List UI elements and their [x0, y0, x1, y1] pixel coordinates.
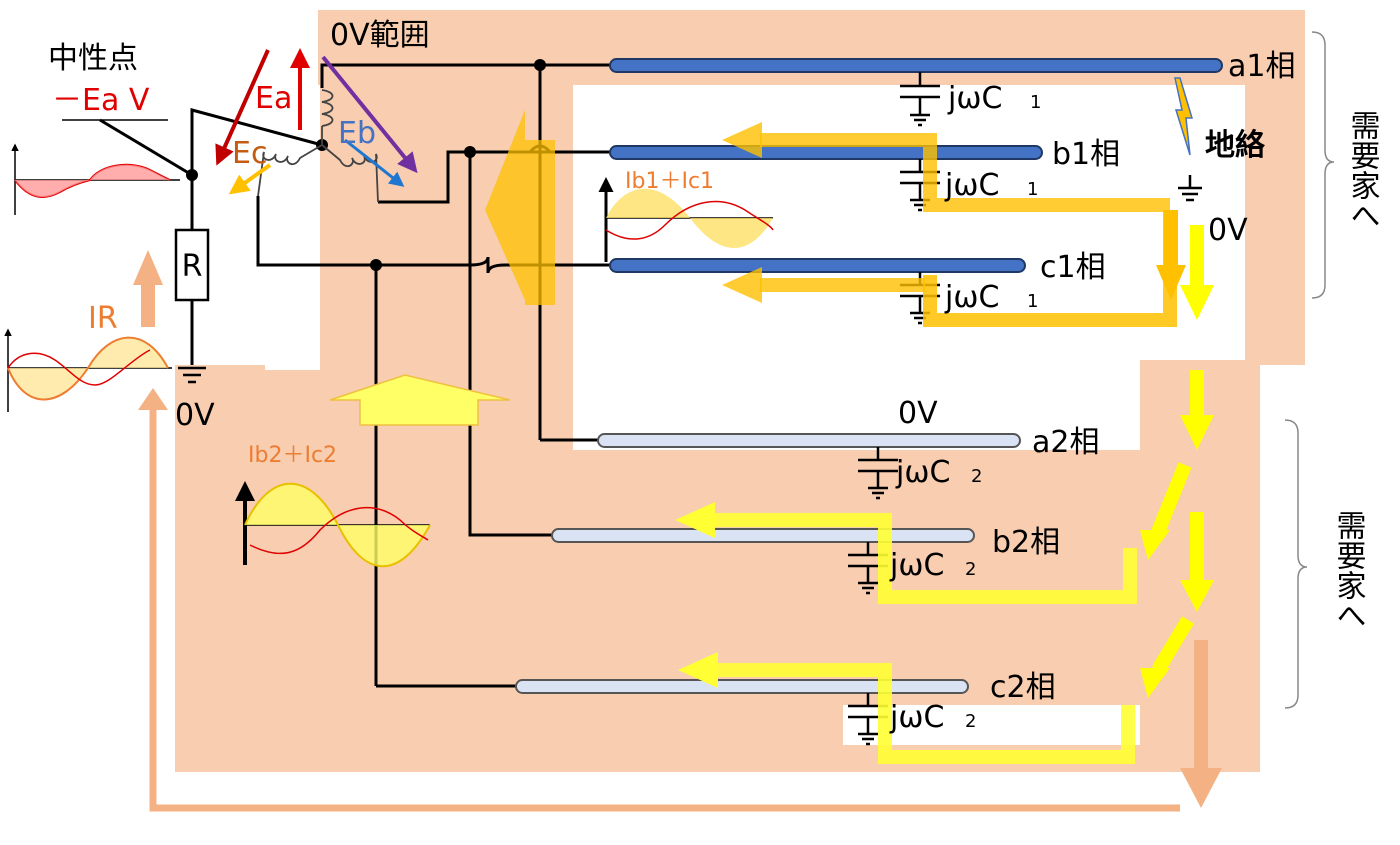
b1-label: b1相	[1052, 137, 1120, 172]
jwc2-b-label: jωC	[889, 548, 944, 583]
lines-group2	[515, 433, 1021, 694]
jwc2-a-label: jωC	[895, 455, 950, 490]
jwc1-a-label: jωC	[947, 81, 1002, 116]
ib2-ic2-label: Ib2＋Ic2	[248, 443, 337, 468]
jwc1-c-sub: 1	[1027, 291, 1038, 312]
aggregate-current-arrows	[329, 110, 555, 426]
generator-coils	[257, 89, 379, 203]
zero-v-a2-label: 0V	[898, 396, 938, 431]
ib1-ic1-label: Ib1＋Ic1	[625, 169, 714, 194]
customer-braces	[1284, 31, 1335, 709]
zero-volt-range-label: 0V範囲	[330, 18, 430, 53]
current-arrowheads	[675, 122, 1222, 808]
neutral-voltage-label: －Ea V	[52, 83, 150, 118]
emf-arrows	[215, 48, 418, 195]
c1-label: c1相	[1040, 250, 1106, 285]
zero-v-fault-label: 0V	[1208, 213, 1248, 248]
ground-symbol-r	[178, 366, 206, 384]
jwc1-b-label: jωC	[944, 168, 999, 203]
lightning-icon	[1174, 77, 1194, 156]
text-labels: 中性点 －Ea V 0V範囲 Ea Eb Ec IR 0V a1相 b1相 c1…	[48, 18, 1295, 735]
jwc2-b-sub: 2	[965, 559, 976, 580]
ir-label: IR	[88, 301, 118, 336]
ib1-ic1-waveform	[598, 177, 774, 262]
jwc1-a-sub: 1	[1030, 92, 1041, 113]
resistor-label: R	[182, 249, 203, 284]
jwc2-c-sub: 2	[965, 711, 976, 732]
customer-label-1: 需要家へ	[1345, 110, 1380, 230]
eb-label: Eb	[338, 116, 376, 151]
ground-fault-label: 地絡	[1205, 128, 1266, 163]
ib2-ic2-waveform	[235, 481, 431, 568]
resistor	[174, 228, 210, 302]
ir-arrows	[133, 250, 1180, 812]
wires	[99, 63, 612, 688]
jwc2-c-label: jωC	[889, 700, 944, 735]
customer-label-2: 需要家へ	[1331, 510, 1366, 630]
ea-label: Ea	[255, 81, 292, 116]
lines-group1	[609, 58, 1223, 273]
ec-label: Ec	[232, 136, 267, 171]
a2-label: a2相	[1032, 425, 1099, 460]
c2-label: c2相	[990, 670, 1056, 705]
b2-label: b2相	[992, 525, 1060, 560]
junction-dots	[186, 59, 546, 271]
jwc1-c-label: jωC	[944, 280, 999, 315]
a1-label: a1相	[1228, 49, 1295, 84]
zero-v-ground-label: 0V	[175, 398, 215, 433]
customer-labels: 需要家へ 需要家へ	[1331, 110, 1380, 630]
jwc2-a-sub: 2	[971, 466, 982, 487]
neutral-waveform	[11, 143, 180, 215]
neutral-point-label: 中性点	[48, 41, 138, 76]
jwc1-b-sub: 1	[1027, 179, 1038, 200]
ir-waveform	[4, 328, 172, 412]
fault-ground	[1178, 175, 1202, 202]
